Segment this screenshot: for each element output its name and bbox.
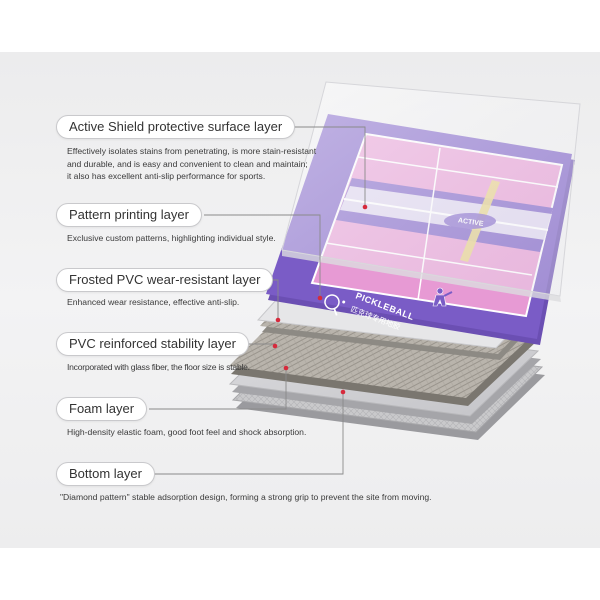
description-line: and durable, and is easy and convenient … — [67, 158, 308, 169]
paddle-logo-icon — [324, 294, 346, 316]
pointer-dots — [272, 204, 368, 395]
layer-description-wear: Enhanced wear resistance, effective anti… — [67, 296, 239, 309]
layer-title-protective: Active Shield protective surface layer — [56, 115, 296, 139]
layer-title-foam: Foam layer — [56, 397, 148, 421]
description-line: it also has excellent anti-slip performa… — [67, 171, 266, 181]
protective-layer-slab — [281, 81, 581, 302]
description-line: Exclusive custom patterns, highlighting … — [67, 233, 276, 243]
layer-title-bottom: Bottom layer — [56, 462, 155, 486]
description-line: Effectively isolates stains from penetra… — [67, 146, 317, 156]
layer-title-pattern: Pattern printing layer — [56, 203, 202, 227]
description-line: "Diamond pattern" stable adsorption desi… — [60, 492, 432, 502]
layer-description-stability: Incorporated with glass fiber, the floor… — [67, 361, 250, 374]
layer-title-wear: Frosted PVC wear-resistant layer — [56, 268, 274, 292]
description-line: Enhanced wear resistance, effective anti… — [67, 297, 240, 307]
layer-description-bottom: "Diamond pattern" stable adsorption desi… — [60, 491, 432, 504]
layer-description-pattern: Exclusive custom patterns, highlighting … — [67, 232, 276, 245]
description-line: High-density elastic foam, good foot fee… — [67, 427, 307, 437]
layer-title-stability: PVC reinforced stability layer — [56, 332, 249, 356]
layer-description-foam: High-density elastic foam, good foot fee… — [67, 426, 306, 439]
player-icon — [432, 287, 453, 307]
description-line: Incorporated with glass fiber, the floor… — [67, 362, 250, 372]
layer-description-protective: Effectively isolates stains from penetra… — [67, 145, 367, 183]
leader-lines — [149, 126, 366, 475]
